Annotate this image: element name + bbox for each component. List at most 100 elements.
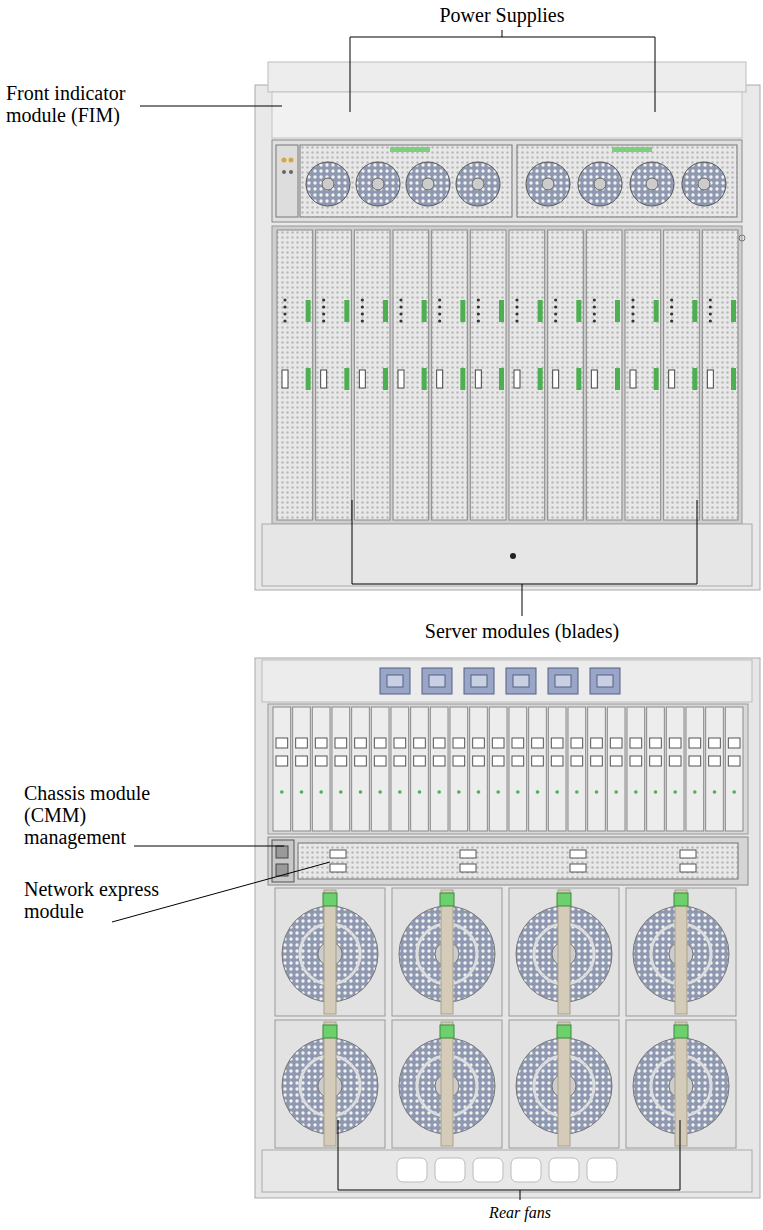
server-blade bbox=[432, 230, 468, 520]
blade-handle bbox=[553, 370, 559, 388]
blade-led bbox=[438, 305, 441, 308]
bracket-tick bbox=[502, 30, 503, 37]
module-port bbox=[728, 756, 740, 766]
nem-port bbox=[330, 850, 346, 858]
blade-led bbox=[283, 319, 286, 322]
callout-label: Power Supplies bbox=[352, 4, 652, 26]
blade-led bbox=[709, 319, 712, 322]
module-port bbox=[630, 756, 642, 766]
front-view bbox=[255, 62, 760, 590]
module-led bbox=[693, 790, 697, 794]
nem-port bbox=[570, 850, 586, 858]
module-port bbox=[453, 756, 465, 766]
blade-led bbox=[515, 319, 518, 322]
blade-led bbox=[554, 305, 557, 308]
server-blade bbox=[354, 230, 390, 520]
server-blade bbox=[664, 230, 700, 520]
psu-latch bbox=[612, 147, 652, 152]
blade-handle bbox=[707, 370, 713, 388]
blade-latch bbox=[654, 300, 659, 322]
module-led bbox=[359, 790, 363, 794]
blade-led bbox=[477, 319, 480, 322]
blade-handle bbox=[398, 370, 404, 388]
blade-led bbox=[361, 298, 364, 301]
fan-hub bbox=[698, 178, 710, 190]
power-inlet bbox=[590, 668, 620, 694]
blade-led bbox=[438, 312, 441, 315]
module-port bbox=[355, 738, 367, 748]
nem-port bbox=[680, 864, 696, 872]
bottom-slot bbox=[397, 1158, 427, 1182]
top-band bbox=[272, 92, 742, 138]
express-module bbox=[588, 707, 606, 831]
blade-led bbox=[283, 312, 286, 315]
blade-handle bbox=[514, 370, 520, 388]
led bbox=[282, 170, 286, 174]
server-blade bbox=[509, 230, 545, 520]
nem-port bbox=[330, 864, 346, 872]
inlet-socket bbox=[429, 675, 445, 687]
module-port bbox=[296, 738, 308, 748]
nem-bay bbox=[268, 837, 748, 885]
nem-port bbox=[460, 850, 476, 858]
fan-module bbox=[626, 1020, 736, 1148]
module-port bbox=[591, 738, 603, 748]
led bbox=[289, 170, 293, 174]
blade-led bbox=[631, 312, 634, 315]
blade-handle bbox=[359, 370, 365, 388]
blade-led bbox=[709, 298, 712, 301]
fan-handle bbox=[324, 1022, 336, 1146]
express-module bbox=[509, 707, 527, 831]
fan-hub bbox=[594, 178, 606, 190]
power-supply bbox=[300, 145, 512, 217]
module-port bbox=[709, 756, 721, 766]
blade-led bbox=[593, 298, 596, 301]
module-port bbox=[532, 738, 544, 748]
leaders bbox=[112, 30, 697, 1200]
module-port bbox=[669, 738, 681, 748]
bottom-bar bbox=[262, 524, 752, 586]
led bbox=[282, 158, 287, 163]
fan-tab bbox=[557, 893, 571, 906]
module-led bbox=[654, 790, 658, 794]
inlet-socket bbox=[597, 675, 613, 687]
blade-latch bbox=[383, 368, 388, 390]
module-port bbox=[433, 738, 445, 748]
blade-led bbox=[593, 312, 596, 315]
psu-fan bbox=[456, 162, 500, 206]
blade-latch bbox=[344, 368, 349, 390]
psu-fans bbox=[306, 162, 726, 206]
server-blade bbox=[470, 230, 506, 520]
blade-bay bbox=[272, 226, 742, 524]
module-port bbox=[433, 756, 445, 766]
blade-led bbox=[670, 319, 673, 322]
express-module bbox=[430, 707, 448, 831]
module-led bbox=[418, 790, 422, 794]
express-module bbox=[706, 707, 724, 831]
module-port bbox=[610, 756, 622, 766]
blade-led bbox=[361, 312, 364, 315]
fan-module bbox=[626, 888, 736, 1016]
callout-label: Server modules (blades) bbox=[372, 620, 672, 642]
blade-led bbox=[593, 319, 596, 322]
module-port bbox=[571, 756, 583, 766]
top-lip bbox=[268, 62, 746, 92]
fan-module bbox=[392, 888, 502, 1016]
blade-handle bbox=[475, 370, 481, 388]
module-port bbox=[532, 756, 544, 766]
top-lip bbox=[262, 660, 752, 702]
module-led bbox=[516, 790, 520, 794]
module-port bbox=[492, 756, 504, 766]
fan-tab bbox=[323, 893, 337, 906]
fan-hub bbox=[646, 178, 658, 190]
blade-latch bbox=[383, 300, 388, 322]
server-blade bbox=[277, 230, 313, 520]
module-led bbox=[437, 790, 441, 794]
module-led bbox=[713, 790, 717, 794]
rear-view bbox=[255, 658, 760, 1198]
express-module bbox=[647, 707, 665, 831]
express-module bbox=[470, 707, 488, 831]
fan-handle bbox=[675, 890, 687, 1014]
module-port bbox=[689, 756, 701, 766]
